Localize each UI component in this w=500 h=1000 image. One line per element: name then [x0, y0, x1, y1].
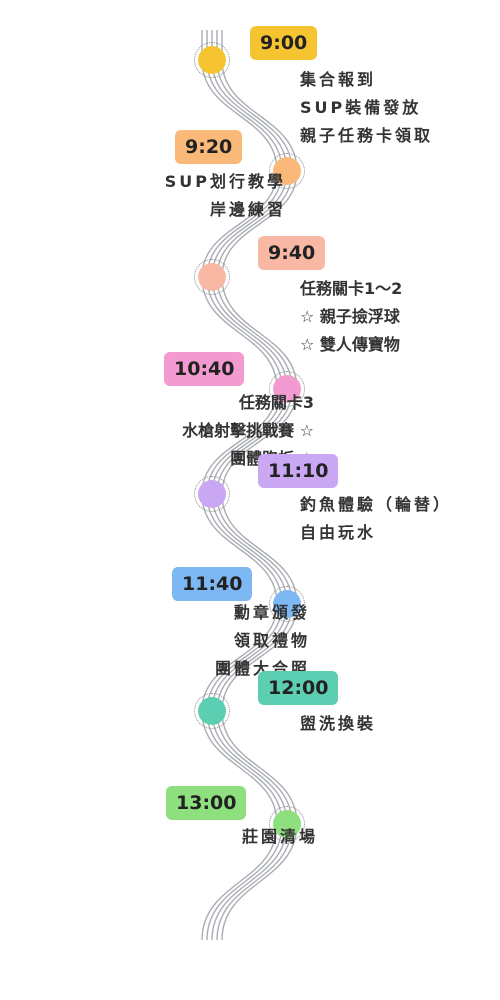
timeline-node: [198, 480, 226, 508]
activity-item: 任務關卡3: [238, 393, 314, 412]
timeline-node: [273, 810, 301, 838]
time-badge: 11:40: [172, 567, 253, 601]
activity-item: 水槍射擊挑戰賽 ☆: [182, 421, 314, 440]
timeline-node: [273, 375, 301, 403]
road-stripe-5: [221, 30, 298, 941]
timeline-node-ring: [194, 476, 230, 512]
time-badge: 9:40: [258, 236, 326, 270]
time-badge: 10:40: [164, 352, 245, 386]
activity-item: 岸邊練習: [209, 200, 286, 219]
activity-list: 勳章頒發領取禮物團體大合照: [215, 599, 310, 683]
time-badge: 12:00: [258, 671, 339, 705]
road-stripe-2: [206, 29, 283, 941]
timeline-node: [198, 697, 226, 725]
activity-list: SUP划行教學岸邊練習: [165, 168, 286, 224]
activity-list: 盥洗換裝: [300, 710, 376, 738]
timeline-node-ring: [194, 693, 230, 729]
activity-item: 釣魚體驗（輪替）: [300, 495, 453, 514]
activity-item: ☆ 雙人傳寶物: [300, 335, 400, 354]
activity-list: 莊園清場: [242, 823, 318, 851]
road-stripe-1: [201, 29, 278, 941]
activity-item: 盥洗換裝: [300, 714, 377, 733]
activity-item: ☆ 親子撿浮球: [300, 307, 400, 326]
timeline-node-ring: [269, 586, 305, 622]
activity-item: SUP裝備發放: [300, 98, 422, 117]
activity-list: 任務關卡1～2 ☆ 親子撿浮球 ☆ 雙人傳寶物: [300, 275, 402, 359]
activity-item: 集合報到: [300, 70, 377, 89]
activity-item: 自由玩水: [300, 523, 377, 542]
timeline-node: [198, 46, 226, 74]
activity-list: 集合報到 SUP裝備發放親子任務卡領取: [300, 66, 433, 150]
activity-item: 任務關卡1～2: [300, 279, 403, 298]
timeline-node-ring: [269, 153, 305, 189]
time-badge: 13:00: [166, 786, 247, 820]
time-badge: 11:10: [258, 454, 339, 488]
activity-item: 莊園清場: [241, 827, 318, 846]
activity-item: SUP划行教學: [164, 172, 286, 191]
activity-item: 勳章頒發: [233, 603, 310, 622]
time-badge: 9:20: [175, 130, 243, 164]
timeline-node: [273, 157, 301, 185]
activity-item: 領取禮物: [233, 631, 310, 650]
timeline-node-ring: [194, 259, 230, 295]
timeline-node: [273, 590, 301, 618]
timeline-node: [198, 263, 226, 291]
time-badge: 9:00: [250, 26, 318, 60]
timeline-node-ring: [269, 371, 305, 407]
activity-list: 釣魚體驗（輪替） 自由玩水: [300, 491, 452, 547]
road-stripe-3: [211, 30, 288, 941]
timeline-node-ring: [194, 42, 230, 78]
timeline-node-ring: [269, 806, 305, 842]
road-stripe-4: [216, 30, 293, 941]
activity-item: 親子任務卡領取: [300, 126, 434, 145]
